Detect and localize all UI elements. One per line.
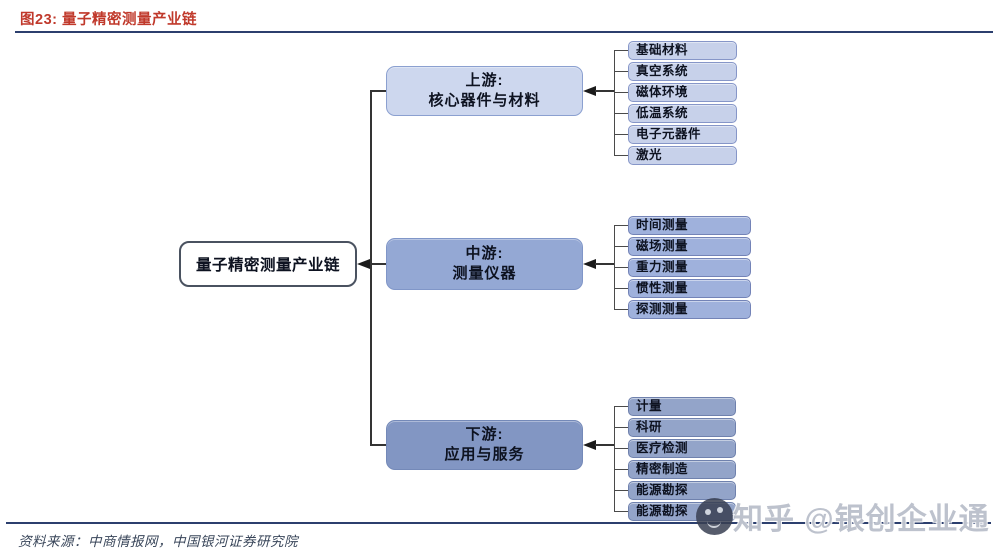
connector-midstream-left — [370, 263, 386, 265]
item-node: 真空系统 — [628, 62, 737, 81]
stub — [614, 426, 628, 429]
item-node: 时间测量 — [628, 216, 751, 235]
item-node: 探测测量 — [628, 300, 751, 319]
stub — [614, 510, 628, 513]
item-node: 磁场测量 — [628, 237, 751, 256]
stage-midstream-line2: 测量仪器 — [452, 265, 517, 282]
item-node: 低温系统 — [628, 104, 737, 123]
arrowhead-into-root — [357, 258, 370, 269]
footer-rule — [6, 522, 991, 525]
figure-title: 图23: 量子精密测量产业链 — [20, 12, 197, 28]
item-node: 医疗检测 — [628, 439, 736, 458]
connector-midstream-right — [595, 263, 614, 265]
item-node: 重力测量 — [628, 258, 751, 277]
item-node: 基础材料 — [628, 41, 737, 60]
item-node: 激光 — [628, 146, 737, 165]
stage-node-midstream: 中游: 测量仪器 — [386, 238, 583, 290]
item-node: 磁体环境 — [628, 83, 737, 102]
stub — [614, 447, 628, 450]
stub — [614, 49, 628, 52]
connector-upstream-left — [370, 90, 386, 92]
logo-mouth-arc — [707, 518, 721, 528]
source-note: 资料来源：中商情报网，中国银河证券研究院 — [18, 534, 298, 549]
item-node: 电子元器件 — [628, 125, 737, 144]
stub — [614, 112, 628, 115]
root-node-label: 量子精密测量产业链 — [195, 257, 340, 274]
item-node: 计量 — [628, 397, 736, 416]
watermark-logo-icon — [696, 498, 733, 535]
logo-eye-dot — [717, 507, 723, 513]
bracket-downstream — [613, 406, 616, 512]
watermark-text: 知乎 @银创企业通 — [733, 503, 990, 536]
stub — [614, 308, 628, 311]
stub — [614, 154, 628, 157]
bracket-upstream — [613, 50, 616, 156]
stub — [614, 405, 628, 408]
logo-eye-dot — [705, 509, 711, 515]
stub — [614, 266, 628, 269]
stage-node-downstream: 下游: 应用与服务 — [386, 420, 583, 470]
stub — [614, 287, 628, 290]
item-node: 精密制造 — [628, 460, 736, 479]
arrowhead-into-downstream — [583, 439, 596, 450]
arrowhead-into-upstream — [583, 85, 596, 96]
stage-node-upstream: 上游: 核心器件与材料 — [386, 66, 583, 116]
stub — [614, 224, 628, 227]
connector-upstream-right — [595, 90, 614, 92]
stage-downstream-line2: 应用与服务 — [444, 446, 525, 463]
connector-downstream-right — [595, 444, 614, 446]
item-node: 科研 — [628, 418, 736, 437]
stage-downstream-line1: 下游: — [465, 426, 504, 443]
stub — [614, 489, 628, 492]
connector-downstream-left — [370, 444, 386, 446]
stage-upstream-line1: 上游: — [465, 72, 504, 89]
stage-upstream-line2: 核心器件与材料 — [428, 92, 541, 109]
root-node: 量子精密测量产业链 — [179, 241, 357, 287]
item-node: 惯性测量 — [628, 279, 751, 298]
stub — [614, 70, 628, 73]
trunk-line — [370, 91, 372, 445]
arrowhead-into-midstream — [583, 258, 596, 269]
stage-midstream-line1: 中游: — [465, 245, 504, 262]
stub — [614, 468, 628, 471]
stub — [614, 133, 628, 136]
stub — [614, 91, 628, 94]
stub — [614, 245, 628, 248]
header-rule — [15, 31, 993, 34]
item-node: 能源勘探 — [628, 481, 736, 500]
